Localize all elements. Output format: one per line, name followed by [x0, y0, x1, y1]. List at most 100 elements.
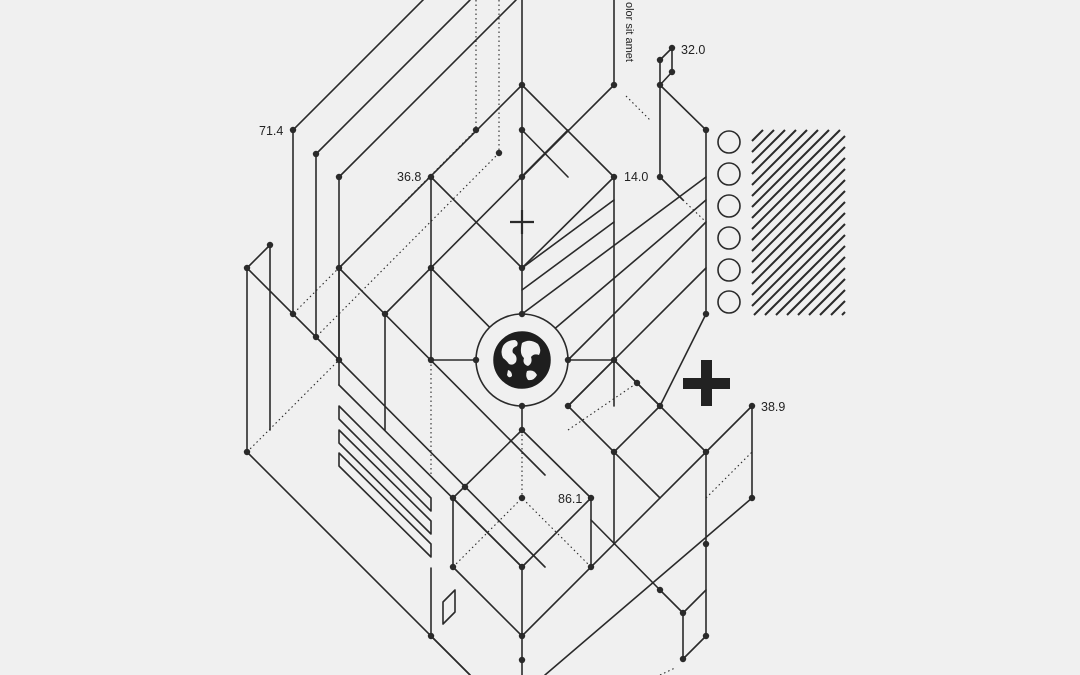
junction-dot — [289, 310, 297, 318]
hatch-line — [751, 129, 841, 219]
junction-dot — [518, 173, 526, 181]
junction-dot — [427, 356, 435, 364]
hatch-line — [751, 129, 819, 197]
hatched-block — [751, 129, 846, 316]
junction-dot — [702, 632, 710, 640]
junction-dot — [656, 586, 664, 594]
lower-cubes — [452, 359, 753, 675]
top-cube — [338, 0, 651, 361]
junction-dot — [243, 264, 251, 272]
hatch-line — [751, 135, 846, 230]
junction-dot — [610, 356, 618, 364]
value-label-38-9: 38.9 — [761, 400, 785, 414]
hatch-line — [841, 311, 846, 316]
hatch-line — [830, 300, 846, 316]
junction-dot — [587, 494, 595, 502]
junction-dot — [472, 356, 480, 364]
hatch-line — [808, 278, 846, 316]
junction-dot — [702, 310, 710, 318]
junction-dot — [702, 448, 710, 456]
junction-dot — [668, 68, 676, 76]
junction-dot — [243, 448, 251, 456]
hatch-line — [751, 146, 846, 241]
value-label-32-0: 32.0 — [681, 43, 705, 57]
junction-dot — [472, 126, 480, 134]
value-label-71-4: 71.4 — [259, 124, 283, 138]
value-label-86-1: 86.1 — [558, 492, 582, 506]
junction-dot — [610, 448, 618, 456]
junction-dot — [610, 81, 618, 89]
plus-icon — [510, 210, 534, 234]
junction-dot — [748, 402, 756, 410]
junction-dot — [427, 264, 435, 272]
junction-dot — [335, 264, 343, 272]
junction-dot — [518, 402, 526, 410]
junction-dot — [656, 56, 664, 64]
junction-dot — [702, 126, 710, 134]
hatch-line — [751, 157, 846, 252]
junction-dot — [656, 402, 664, 410]
junction-dot — [427, 632, 435, 640]
value-label-14-0: 14.0 — [624, 170, 648, 184]
junction-dot — [656, 81, 664, 89]
hatch-line — [786, 256, 846, 316]
hatch-line — [751, 179, 846, 274]
junction-dot — [587, 563, 595, 571]
junction-dot — [702, 540, 710, 548]
junction-dot — [564, 356, 572, 364]
hatch-line — [751, 129, 830, 208]
junction-dot — [679, 609, 687, 617]
junction-dot — [449, 563, 457, 571]
junction-dot — [335, 173, 343, 181]
junction-dot — [312, 150, 320, 158]
hatch-line — [764, 234, 846, 316]
hatch-line — [751, 129, 764, 142]
junction-dot — [656, 173, 664, 181]
hatch-line — [751, 129, 786, 164]
globe-icon — [493, 331, 551, 389]
hatch-line — [819, 289, 846, 316]
junction-dot — [679, 655, 687, 663]
junction-dots — [243, 44, 756, 664]
hatch-line — [751, 190, 846, 285]
junction-dot — [427, 173, 435, 181]
junction-dot — [564, 402, 572, 410]
hatch-line — [751, 168, 846, 263]
junction-dot — [495, 149, 503, 157]
hatch-line — [751, 201, 846, 296]
junction-dot — [461, 483, 469, 491]
hatch-line — [751, 129, 808, 186]
junction-dot — [668, 44, 676, 52]
junction-dot — [518, 494, 526, 502]
junction-dot — [518, 310, 526, 318]
junction-dot — [449, 494, 457, 502]
junction-dot — [633, 379, 641, 387]
junction-dot — [518, 632, 526, 640]
junction-dot — [518, 126, 526, 134]
hatch-line — [751, 129, 775, 153]
junction-dot — [312, 333, 320, 341]
junction-dot — [518, 264, 526, 272]
hatch-line — [751, 129, 797, 175]
hatch-line — [751, 212, 846, 307]
plus-bold-icon — [683, 360, 730, 406]
junction-dot — [381, 310, 389, 318]
junction-dot — [518, 426, 526, 434]
globe-hub — [430, 313, 615, 407]
junction-dot — [518, 656, 526, 664]
junction-dot — [335, 356, 343, 364]
junction-dot — [518, 563, 526, 571]
junction-dot — [610, 173, 618, 181]
hatch-line — [775, 245, 846, 316]
value-label-36-8: 36.8 — [397, 170, 421, 184]
junction-dot — [289, 126, 297, 134]
stacked-bars — [338, 405, 456, 625]
vertical-caption: olor sit amet — [623, 2, 635, 62]
hatch-line — [753, 223, 846, 316]
hatch-line — [797, 267, 846, 316]
circle-column — [717, 130, 741, 314]
junction-dot — [748, 494, 756, 502]
junction-dot — [266, 241, 274, 249]
junction-dot — [518, 81, 526, 89]
